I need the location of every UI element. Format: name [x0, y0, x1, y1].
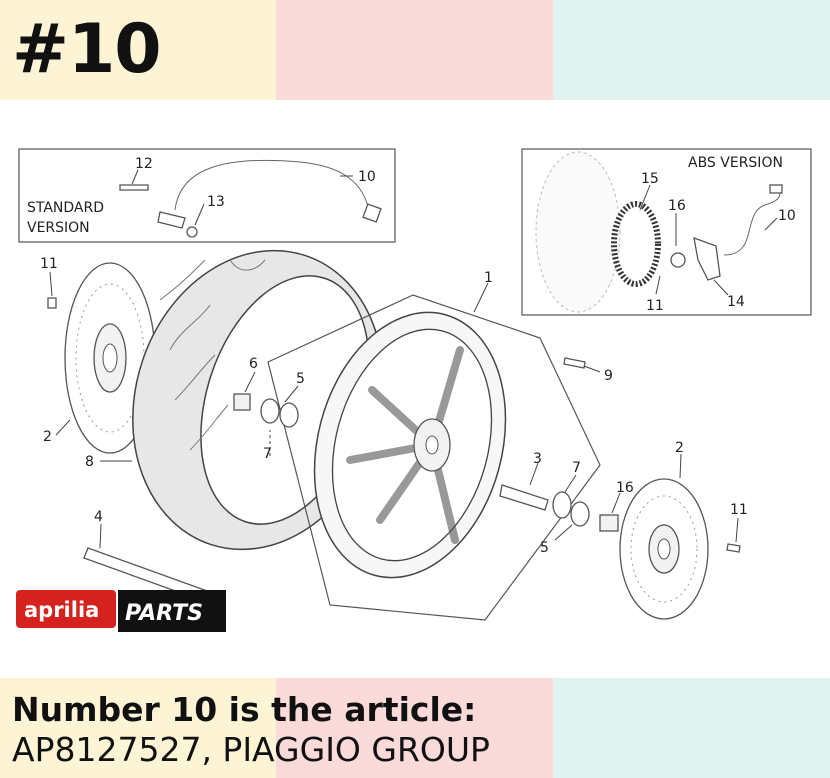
- standard-label-line2: VERSION: [27, 220, 90, 236]
- connector-part: [362, 203, 382, 223]
- bearing-part-5b: [279, 402, 299, 428]
- callout-9: 9: [604, 368, 613, 384]
- callout-5b: 5: [540, 540, 549, 556]
- callout-7a: 7: [263, 446, 272, 462]
- footer-band-yellow: [0, 678, 276, 778]
- footer-band: [0, 678, 830, 778]
- header-band-yellow: [0, 0, 276, 100]
- aprilia-parts-logo: aprilia PARTS: [16, 590, 226, 632]
- screw-part-11b: [47, 297, 57, 309]
- header-band-mint: [553, 0, 830, 100]
- bearing-part-5c: [570, 501, 590, 527]
- callout-8: 8: [85, 454, 94, 470]
- page-title: #10: [12, 10, 162, 89]
- callout-16b: 16: [616, 480, 634, 496]
- axle-spacer-part-3: [499, 484, 549, 511]
- callout-3: 3: [533, 451, 542, 467]
- abs-connector-part: [769, 184, 783, 194]
- washer-part-13: [186, 226, 198, 238]
- callout-10b: 10: [778, 208, 796, 224]
- callout-11c: 11: [730, 502, 748, 518]
- callout-13: 13: [207, 194, 225, 210]
- callout-7b: 7: [572, 460, 581, 476]
- spacer-part-6: [233, 393, 251, 411]
- header-band-pink: [276, 0, 553, 100]
- bolt-part-9: [563, 357, 586, 369]
- header-band: [0, 0, 830, 100]
- article-number: AP8127527, PIAGGIO GROUP: [12, 730, 490, 769]
- article-caption: Number 10 is the article:: [12, 690, 477, 729]
- screw-part-11c: [726, 543, 741, 553]
- callout-12: 12: [135, 156, 153, 172]
- callout-1: 1: [484, 270, 493, 286]
- standard-version-box: STANDARD VERSION 12 10 13: [18, 148, 396, 243]
- callout-15: 15: [641, 171, 659, 187]
- abs-spacer-part-16: [670, 252, 686, 268]
- right-brake-disc-part-2: [619, 478, 709, 620]
- oil-seal-part-7b: [552, 491, 572, 519]
- callout-6: 6: [249, 356, 258, 372]
- abs-box-label: ABS VERSION: [688, 155, 783, 171]
- screw-part-12: [119, 184, 149, 191]
- abs-version-box: ABS VERSION 15 16 10 11 14: [521, 148, 812, 316]
- wheel-assembly-outline: [267, 294, 601, 621]
- spacer-part-16b: [599, 514, 619, 532]
- callout-11b: 11: [40, 256, 58, 272]
- bearing-part-5a: [260, 398, 280, 424]
- abs-tone-ring-part-15: [611, 201, 661, 287]
- callout-10a: 10: [358, 169, 376, 185]
- callout-4: 4: [94, 509, 103, 525]
- callout-14: 14: [727, 294, 745, 310]
- sensor-cable-part-10a: [174, 159, 369, 211]
- abs-sensor-bracket-part-14: [693, 237, 721, 281]
- callout-16a: 16: [668, 198, 686, 214]
- abs-cable-part-10b: [723, 187, 781, 256]
- left-brake-disc-part-2: [64, 262, 156, 454]
- footer-band-mint: [553, 678, 830, 778]
- callout-2a: 2: [43, 429, 52, 445]
- sensor-part: [157, 211, 186, 229]
- standard-label-line1: STANDARD: [27, 200, 104, 216]
- abs-disc-outline: [535, 151, 621, 313]
- logo-parts: PARTS: [125, 601, 203, 626]
- exploded-parts-diagram: STANDARD VERSION 12 10 13 ABS VERSION 15…: [16, 148, 812, 632]
- callout-2b: 2: [675, 440, 684, 456]
- callout-11a: 11: [646, 298, 664, 314]
- wheel-rim-part-1: [313, 311, 507, 579]
- callout-5a: 5: [296, 371, 305, 387]
- footer-band-pink: [276, 678, 553, 778]
- logo-brand: aprilia: [24, 598, 99, 622]
